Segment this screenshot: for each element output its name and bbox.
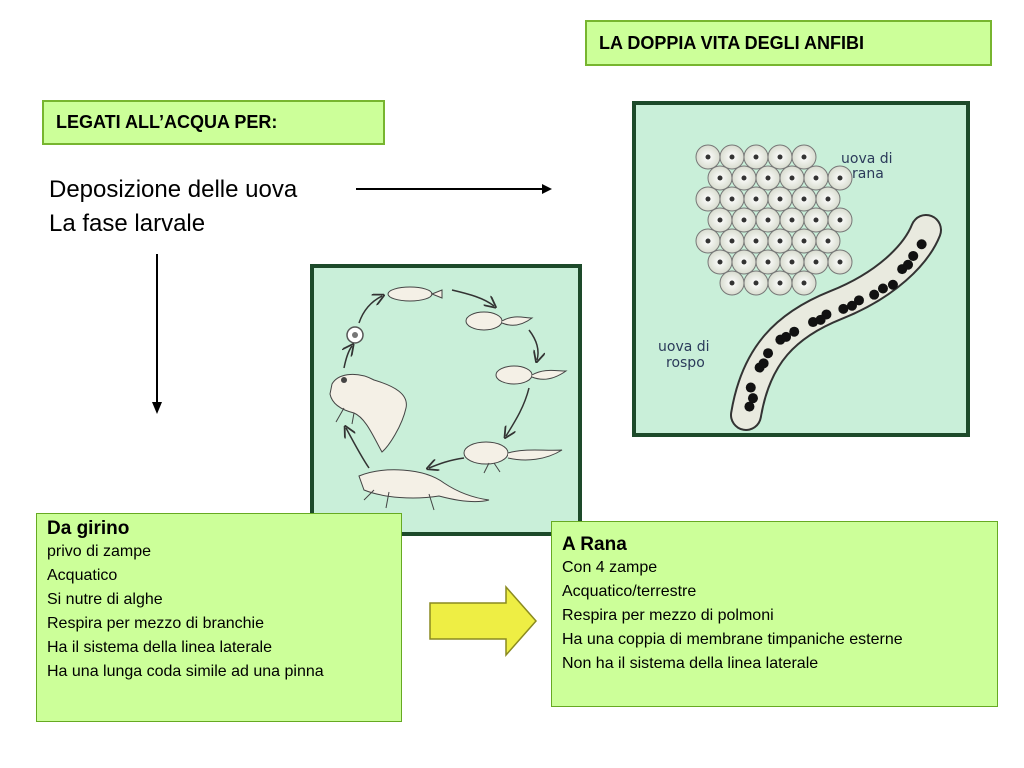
- frog-egg-dot: [838, 218, 843, 223]
- frog-line: Non ha il sistema della linea laterale: [562, 652, 987, 676]
- tadpole-stage-1: [466, 312, 532, 330]
- frog-line: Con 4 zampe: [562, 556, 987, 580]
- frog-egg-dot: [766, 218, 771, 223]
- toad-egg-dot: [917, 239, 927, 249]
- toad-egg-dot: [748, 393, 758, 403]
- lifecycle-drawing: [314, 268, 578, 532]
- frog-egg-dot: [790, 218, 795, 223]
- frog-egg-dot: [706, 239, 711, 244]
- frog-egg-dot: [718, 260, 723, 265]
- frog-egg-dot: [718, 176, 723, 181]
- list-line-larval: La fase larvale: [49, 212, 205, 236]
- tadpole-stage-2: [496, 366, 566, 384]
- frog-egg-dot: [706, 197, 711, 202]
- frog-egg-dot: [802, 239, 807, 244]
- frog-egg-dot: [814, 260, 819, 265]
- frog-egg-dot: [790, 260, 795, 265]
- eggs-drawing: uova di rana uova di rospo: [636, 105, 966, 433]
- toad-egg-dot: [838, 304, 848, 314]
- frog-egg-dot: [790, 176, 795, 181]
- eggs-illustration: uova di rana uova di rospo: [632, 101, 970, 437]
- frog-egg-dot: [826, 239, 831, 244]
- tadpole-line: Respira per mezzo di branchie: [47, 612, 391, 636]
- frog-egg-dot: [754, 197, 759, 202]
- frog-egg-dot: [814, 176, 819, 181]
- frog-egg-dot: [814, 218, 819, 223]
- frog-egg-dot: [766, 260, 771, 265]
- frog-egg-dot: [718, 218, 723, 223]
- toad-egg-dot: [903, 260, 913, 270]
- frog-egg-dot: [802, 197, 807, 202]
- frog-egg-dot: [754, 155, 759, 160]
- frog-egg-dot: [730, 155, 735, 160]
- tadpole-title: Da girino: [47, 518, 391, 540]
- right-arrow-icon: [356, 182, 556, 196]
- tadpole-line: privo di zampe: [47, 540, 391, 564]
- frog-egg-dot: [730, 197, 735, 202]
- frog-egg-dot: [778, 239, 783, 244]
- toad-egg-dot: [888, 280, 898, 290]
- frog-egg-dot: [838, 260, 843, 265]
- slide-title: LA DOPPIA VITA DEGLI ANFIBI: [599, 33, 864, 54]
- frog-egg-dot: [802, 281, 807, 286]
- toad-egg-dot: [816, 315, 826, 325]
- frog-egg-dot: [778, 155, 783, 160]
- frog-egg-dot: [778, 281, 783, 286]
- toad-egg-dot: [759, 358, 769, 368]
- toad-egg-dot: [878, 284, 888, 294]
- tadpole-line: Acquatico: [47, 564, 391, 588]
- subtitle: LEGATI ALL’ACQUA PER:: [56, 112, 277, 133]
- adult-frog-stage: [330, 374, 406, 452]
- frog-egg-dot: [730, 281, 735, 286]
- hatchling-stage: [388, 287, 442, 301]
- frog-egg-dot: [754, 281, 759, 286]
- toad-egg-dot: [781, 332, 791, 342]
- slide-title-box: LA DOPPIA VITA DEGLI ANFIBI: [585, 20, 992, 66]
- froglet-stage: [359, 470, 489, 510]
- toad-egg-dot: [763, 348, 773, 358]
- frog-egg-dot: [706, 155, 711, 160]
- tadpole-legs-stage: [464, 442, 562, 473]
- frog-egg-dot: [742, 218, 747, 223]
- toad-egg-dot: [869, 290, 879, 300]
- frog-eggs-label-2: rana: [852, 166, 884, 182]
- frog-egg-dot: [826, 197, 831, 202]
- lifecycle-illustration: [310, 264, 582, 536]
- big-right-arrow-icon: [428, 585, 538, 657]
- frog-title: A Rana: [562, 534, 987, 556]
- frog-egg-dot: [778, 197, 783, 202]
- frog-line: Acquatico/terrestre: [562, 580, 987, 604]
- frog-egg-dot: [838, 176, 843, 181]
- tadpole-line: Ha il sistema della linea laterale: [47, 636, 391, 660]
- frog-info-box: A Rana Con 4 zampe Acquatico/terrestre R…: [551, 521, 998, 707]
- list-line-eggs: Deposizione delle uova: [49, 178, 297, 202]
- toad-egg-dot: [746, 383, 756, 393]
- frog-egg-dot: [742, 260, 747, 265]
- frog-line: Respira per mezzo di polmoni: [562, 604, 987, 628]
- down-arrow-icon: [150, 254, 164, 416]
- tadpole-info-box: Da girino privo di zampe Acquatico Si nu…: [36, 513, 402, 722]
- frog-egg-dot: [766, 176, 771, 181]
- tadpole-line: Si nutre di alghe: [47, 588, 391, 612]
- frog-eggs-label-1: uova di: [841, 151, 893, 167]
- toad-eggs-label-1: uova di: [658, 339, 710, 355]
- frog-egg-dot: [802, 155, 807, 160]
- frog-egg-dot: [742, 176, 747, 181]
- tadpole-line: Ha una lunga coda simile ad una pinna: [47, 660, 391, 684]
- toad-egg-dot: [847, 301, 857, 311]
- toad-eggs-label-2: rospo: [666, 355, 705, 371]
- toad-egg-dot: [908, 251, 918, 261]
- frog-egg-dot: [730, 239, 735, 244]
- subtitle-box: LEGATI ALL’ACQUA PER:: [42, 100, 385, 145]
- frog-line: Ha una coppia di membrane timpaniche est…: [562, 628, 987, 652]
- frog-eggs-cluster: [696, 145, 852, 295]
- frog-egg-dot: [754, 239, 759, 244]
